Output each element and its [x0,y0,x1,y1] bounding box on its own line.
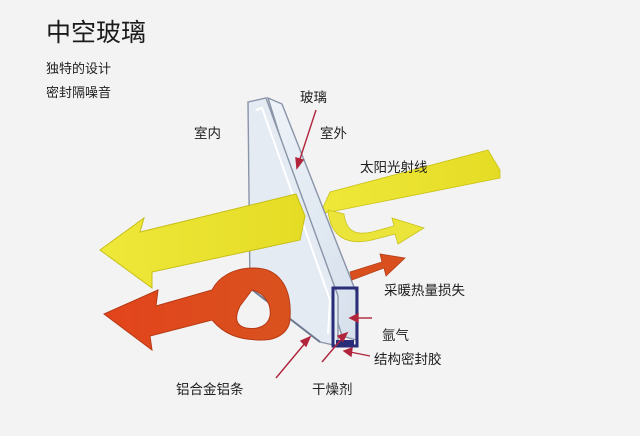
label-glass: 玻璃 [300,90,327,106]
heat-loss-arrow-inner [103,267,291,352]
glass-pointer [298,109,317,163]
page-title: 中空玻璃 [46,18,147,47]
sunlight-arrow-outer [319,149,501,215]
label-indoor: 室内 [194,126,221,142]
label-aluminum-spacer: 铝合金铝条 [176,382,244,398]
label-argon: 氩气 [382,328,409,344]
subtitle-line-1: 独特的设计 [46,62,112,77]
pointer-lines [275,109,372,379]
label-heat-loss: 采暖热量损失 [384,283,465,299]
sunlight-reflection-arrow [327,209,425,245]
desiccant-pointer [321,335,345,363]
label-desiccant: 干燥剂 [312,382,353,398]
subtitle-line-2: 密封隔噪音 [46,86,112,101]
desiccant-bar [336,340,354,346]
spacer-pointer [275,341,307,379]
sunlight-arrow-inner [99,193,306,289]
label-outdoor: 室外 [320,126,347,142]
sealant-pointer [349,351,371,357]
label-sunlight: 太阳光射线 [360,160,428,176]
heat-loss-arrow-outer [349,253,406,281]
label-structural-sealant: 结构密封胶 [374,352,442,368]
